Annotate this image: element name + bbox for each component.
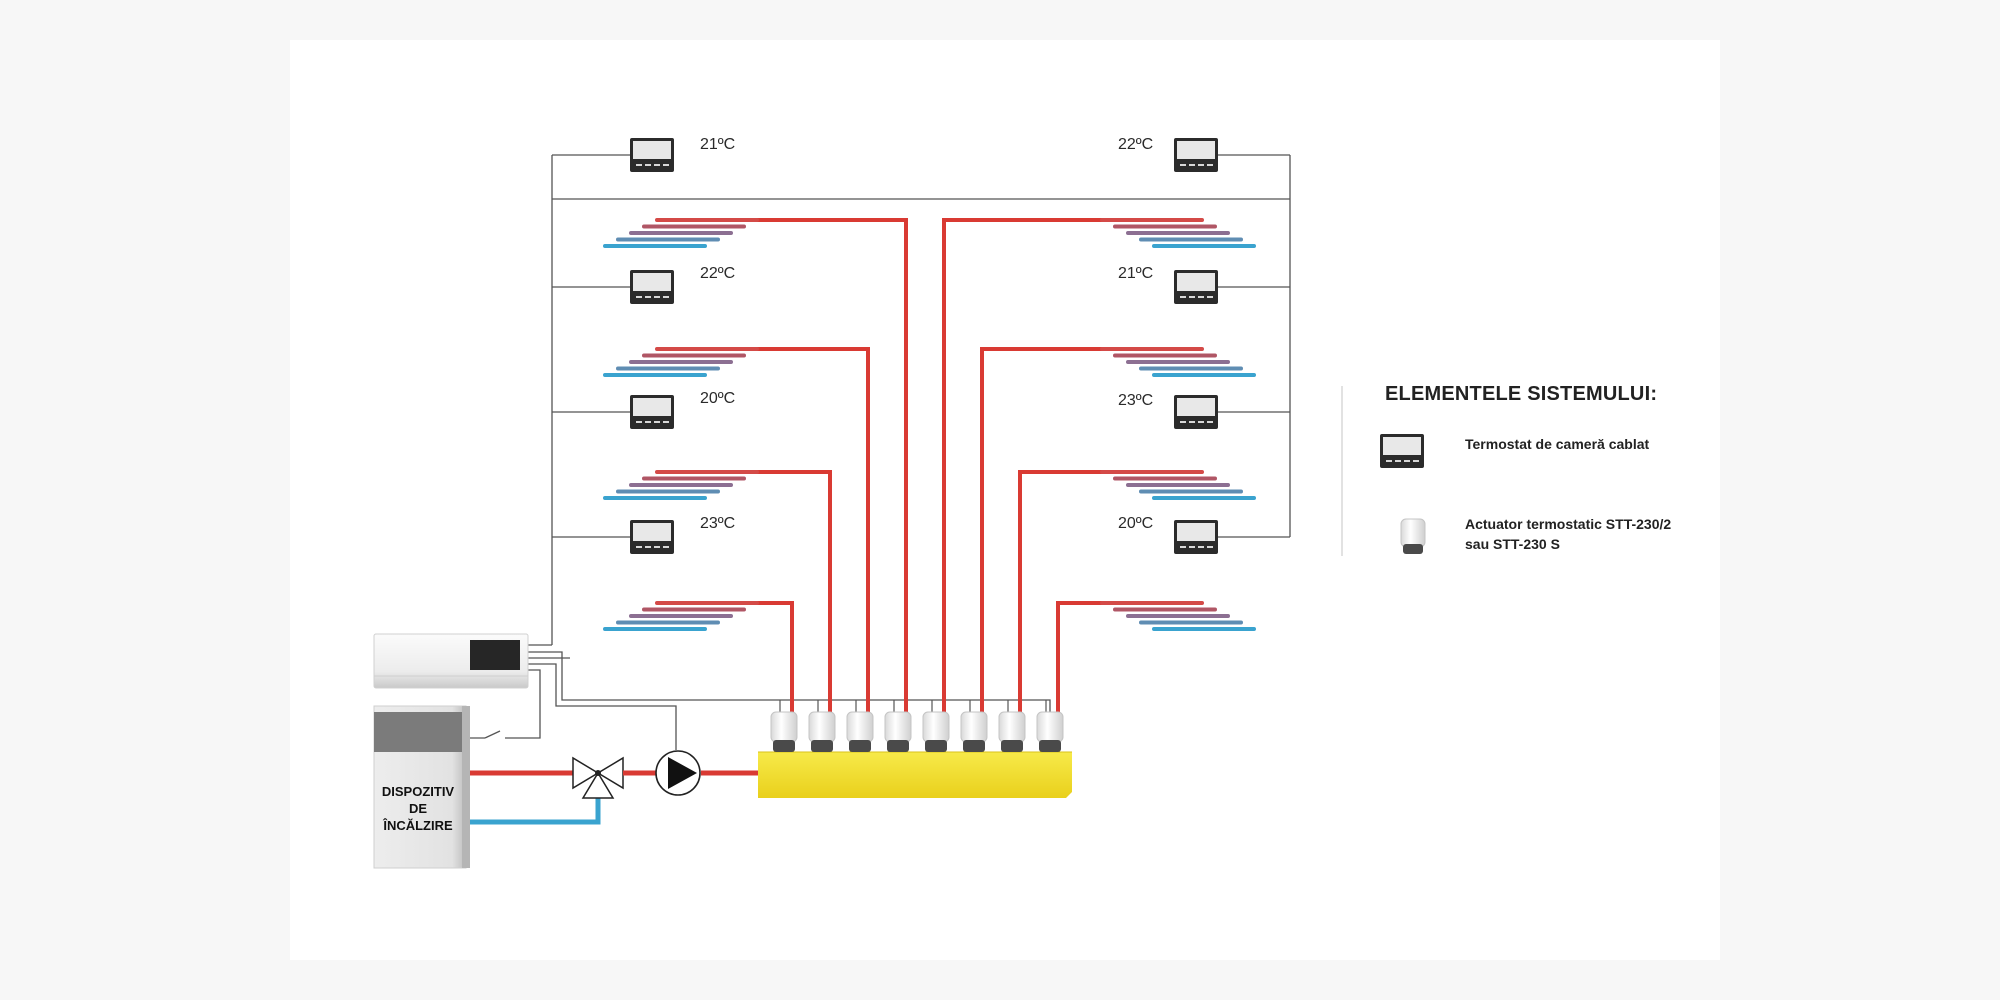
thermostatic-actuator (808, 711, 836, 752)
thermostatic-actuator (922, 711, 950, 752)
floor-heating-coil (1100, 218, 1256, 248)
room-thermostat (1174, 138, 1218, 172)
thermostatic-actuator (884, 711, 912, 752)
room-thermostat (630, 138, 674, 172)
heater-label-line: DE (408, 801, 428, 816)
main-return-line (470, 797, 601, 825)
zone-temperature: 20ºC (700, 390, 736, 407)
zone-temperature: 20ºC (1118, 515, 1154, 532)
diagram-panel (290, 40, 1720, 960)
floor-heating-coil (1100, 601, 1256, 631)
thermostatic-actuator-icon (1400, 518, 1426, 554)
room-thermostat (630, 395, 674, 429)
floor-heating-coil (603, 218, 759, 248)
thermostatic-actuator (1036, 711, 1064, 752)
control-wiring (467, 154, 1291, 750)
manifold (758, 751, 1072, 798)
zone-temperature: 23ºC (700, 515, 736, 532)
zone-temperature: 22ºC (700, 265, 736, 282)
zone-temperature: 22ºC (1118, 136, 1154, 153)
legend-title: ELEMENTELE SISTEMULUI: (1385, 383, 1658, 405)
zone-temperature: 21ºC (700, 136, 736, 153)
floor-heating-coil (1100, 470, 1256, 500)
room-thermostat-icon (1380, 434, 1424, 468)
supply-pipe (1018, 470, 1110, 712)
legend-item-thermostat-label: Termostat de cameră cablat (1465, 436, 1650, 452)
supply-pipes (757, 218, 1110, 712)
heating-device (373, 705, 470, 869)
zone-temperature: 21ºC (1118, 265, 1154, 282)
heating-device-label: DISPOZITIV DE ÎNCĂLZIRE (368, 783, 468, 834)
heater-label-line: DISPOZITIV (381, 784, 455, 799)
thermostatic-actuator (960, 711, 988, 752)
manifold-actuators (770, 711, 1064, 752)
room-thermostats (630, 138, 1218, 554)
room-thermostat (1174, 395, 1218, 429)
thermostatic-actuator (770, 711, 798, 752)
mixing-valve (572, 756, 656, 799)
floor-heating-coil (603, 601, 759, 631)
circulation-pump (655, 750, 701, 796)
room-thermostat (1174, 520, 1218, 554)
thermostatic-actuator (846, 711, 874, 752)
control-unit (373, 633, 529, 689)
thermostatic-actuator (998, 711, 1026, 752)
room-thermostat (1174, 270, 1218, 304)
supply-pipe (757, 601, 794, 712)
floor-heating-loops (603, 218, 1256, 631)
floor-heating-coil (603, 347, 759, 377)
legend-item-actuator-label: Actuator termostatic STT-230/2 sau STT-2… (1465, 516, 1672, 552)
supply-pipe (757, 347, 870, 712)
zone-temperature: 23ºC (1118, 392, 1154, 409)
supply-pipe (757, 218, 908, 712)
heater-label-line: ÎNCĂLZIRE (383, 818, 453, 833)
floor-heating-coil (603, 470, 759, 500)
actuator-wiring (779, 700, 1047, 712)
supply-pipe (980, 347, 1110, 712)
room-thermostat (630, 520, 674, 554)
supply-pipe (942, 218, 1110, 712)
room-thermostat (630, 270, 674, 304)
legend-thermostat-graphic (1380, 434, 1424, 468)
supply-pipe (1056, 601, 1110, 712)
supply-pipe (757, 470, 832, 712)
floor-heating-coil (1100, 347, 1256, 377)
